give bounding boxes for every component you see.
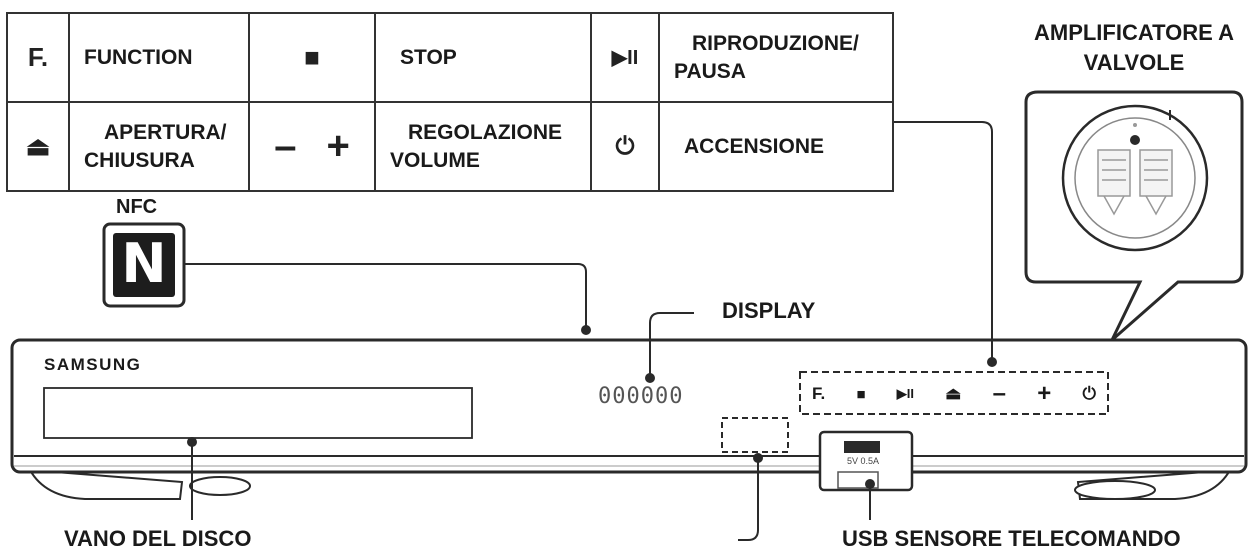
remote-sensor-area: [721, 417, 789, 453]
brand-logo: SAMSUNG: [44, 355, 142, 374]
vacuum-tube-right: [1139, 149, 1173, 216]
nfc-n-symbol: N: [121, 232, 167, 295]
minus-icon: –: [274, 124, 297, 168]
disc-tray: [43, 387, 473, 439]
panel-play-pause-button[interactable]: ▶II: [896, 386, 915, 401]
amp-window-inner: [1074, 117, 1196, 239]
legend-label-play-pause-line1: RIPRODUZIONE/: [692, 32, 859, 56]
legend-label-power: ACCENSIONE: [684, 134, 825, 158]
legend-label-stop: STOP: [400, 45, 457, 69]
disc-tray-label: VANO DEL DISCO: [64, 526, 252, 551]
play-pause-icon: ▶II: [611, 47, 639, 69]
amp-label: AMPLIFICATORE A VALVOLE: [1012, 18, 1256, 77]
legend-label-eject-line2: CHIUSURA: [84, 148, 195, 172]
panel-stop-button[interactable]: ■: [856, 385, 866, 403]
legend-cell-volume-icon: – +: [248, 101, 376, 192]
usb-remote-sensor-label: USB SENSORE TELECOMANDO: [842, 526, 1181, 551]
plus-icon: +: [326, 124, 350, 168]
legend-cell-volume-label: REGOLAZIONE VOLUME: [374, 101, 592, 192]
eject-icon: ⏏: [25, 131, 51, 161]
usb-port-rating: 5V 0.5A: [847, 456, 880, 466]
leader-dots: [187, 135, 1140, 489]
control-panel-area: [799, 371, 1109, 415]
vacuum-tube-left: [1097, 149, 1131, 216]
legend-cell-power-label: ACCENSIONE: [658, 101, 894, 192]
panel-power-button[interactable]: ⏻: [1082, 384, 1096, 403]
legend-label-function: FUNCTION: [84, 45, 193, 69]
legend-label-eject-line1: APERTURA/: [104, 121, 227, 145]
amp-label-line1: AMPLIFICATORE A: [1033, 20, 1235, 45]
legend-label-play-pause-line2: PAUSA: [674, 59, 746, 83]
front-panel-buttons: F. ■ ▶II ⏏ – + ⏻: [812, 378, 1096, 410]
right-foot-pad: [1074, 480, 1156, 500]
nfc-logo: [113, 233, 175, 297]
controls-legend-table: F. FUNCTION ■ STOP ▶II RIPRODUZIONE/ PAU…: [6, 12, 894, 192]
legend-label-volume-line2: VOLUME: [390, 148, 480, 172]
legend-label-volume-line1: REGOLAZIONE: [408, 121, 563, 145]
panel-eject-button[interactable]: ⏏: [945, 384, 962, 403]
front-display-readout: 000000: [598, 384, 684, 409]
leader-lines: [184, 110, 1171, 541]
amp-label-line2: VALVOLE: [1083, 49, 1185, 75]
left-foot-pad: [189, 476, 251, 496]
display-label: DISPLAY: [722, 298, 816, 323]
usb-port-slot: [844, 441, 880, 453]
panel-volume-down-button[interactable]: –: [992, 380, 1006, 407]
stop-icon: ■: [304, 42, 320, 72]
function-icon: F.: [27, 42, 49, 72]
left-foot: [28, 468, 184, 500]
nfc-label: NFC: [116, 196, 158, 218]
power-icon: ⏻: [615, 132, 635, 160]
panel-volume-up-button[interactable]: +: [1037, 380, 1052, 407]
panel-function-button[interactable]: F.: [812, 384, 826, 403]
